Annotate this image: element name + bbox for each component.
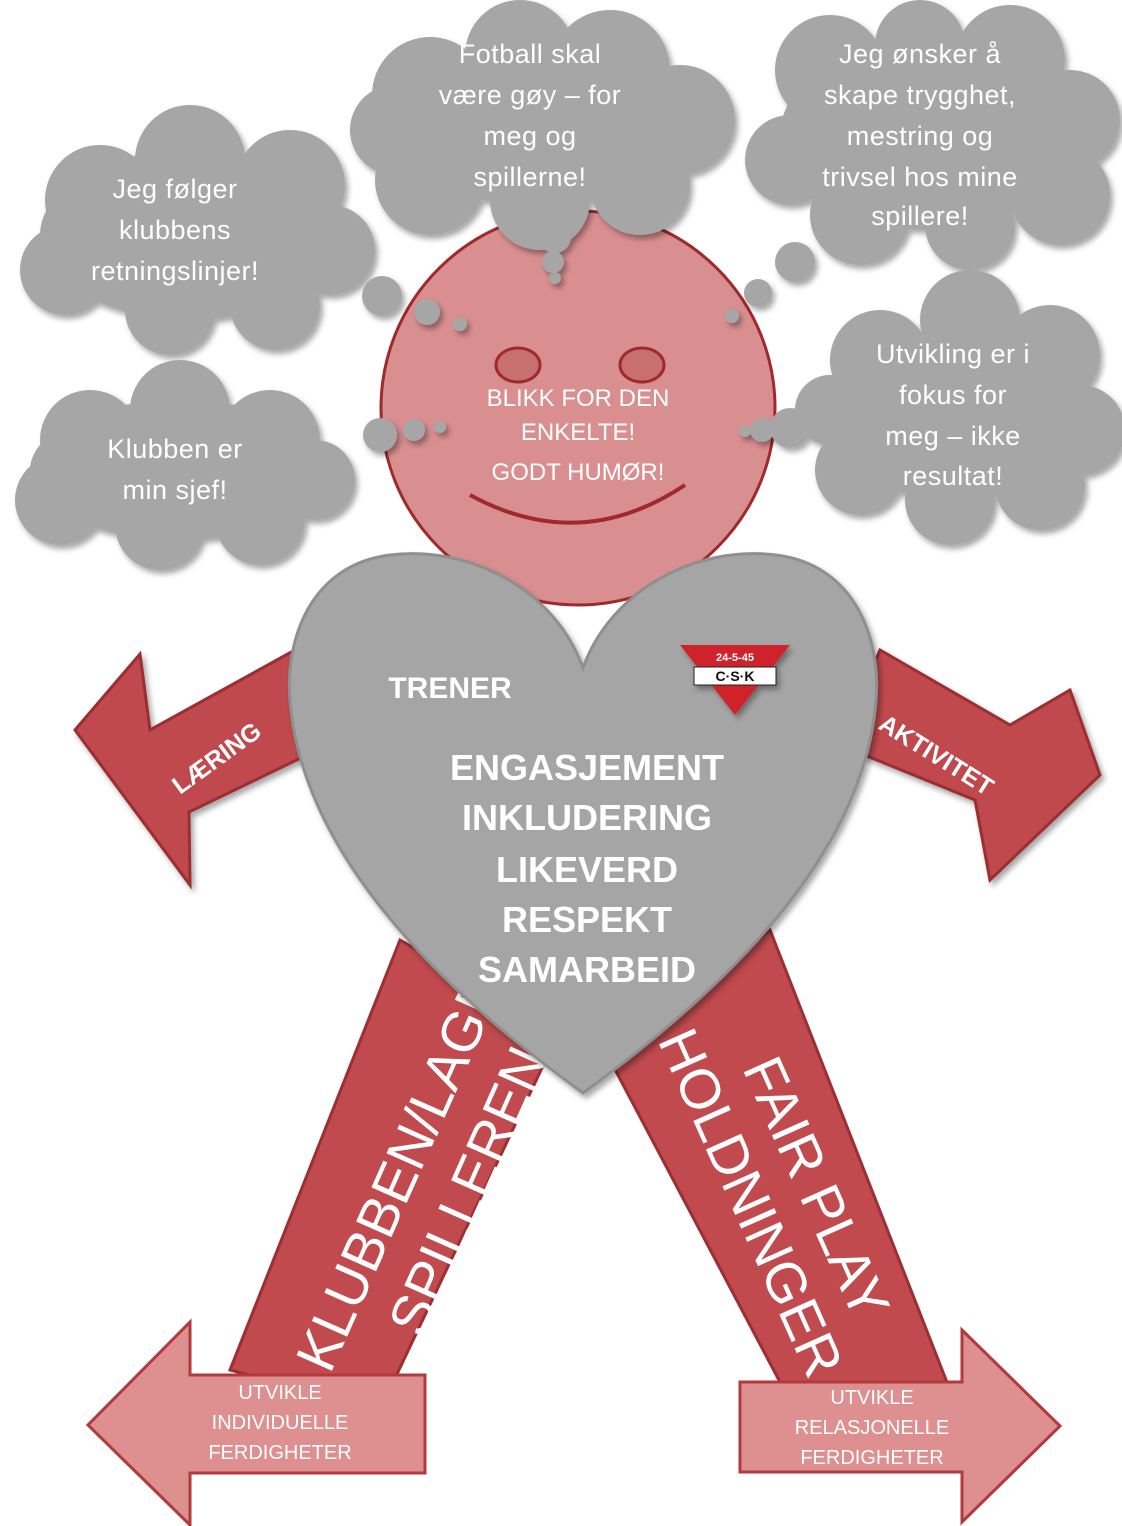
club-logo-name: C·S·K bbox=[716, 668, 755, 684]
thought-cloud-development bbox=[739, 270, 1122, 545]
heart-value-5: SAMARBEID bbox=[478, 949, 696, 990]
cloud-safety-line-1: Jeg ønsker å bbox=[839, 39, 1002, 69]
cloud-football-line-2: være gøy – for bbox=[439, 80, 622, 110]
cloud-boss-line-2: min sjef! bbox=[122, 475, 227, 505]
smile bbox=[469, 483, 687, 525]
cloud-guidelines-line-3: retningslinjer! bbox=[91, 256, 259, 286]
right-foot-arrow: UTVIKLE RELASJONELLE FERDIGHETER bbox=[738, 1326, 1063, 1526]
cloud-development-line-3: meg – ikke bbox=[885, 421, 1021, 451]
cloud-development-line-4: resultat! bbox=[903, 461, 1004, 491]
heart-content: TRENER ENGASJEMENT INKLUDERING LIKEVERD … bbox=[388, 672, 724, 990]
heart-title: TRENER bbox=[388, 672, 512, 705]
cloud-football-line-1: Fotball skal bbox=[459, 39, 602, 69]
cloud-safety-line-2: skape trygghet, bbox=[824, 80, 1016, 110]
thought-text-boss: Klubben er min sjef! bbox=[107, 434, 243, 505]
thought-cloud-safety bbox=[725, 0, 1120, 323]
right-eye bbox=[618, 346, 666, 384]
left-foot-arrow: UTVIKLE INDIVIDUELLE FERDIGHETER bbox=[85, 1318, 427, 1526]
right-arm-arrow: AKTIVITET bbox=[838, 647, 1102, 883]
thought-cloud-football bbox=[350, 0, 735, 284]
face-text-3: GODT HUMØR! bbox=[492, 459, 665, 486]
right-foot-text-2: RELASJONELLE bbox=[795, 1417, 950, 1439]
thought-text-safety: Jeg ønsker å skape trygghet, mestring og… bbox=[822, 39, 1018, 231]
thought-cloud-boss bbox=[15, 360, 446, 570]
thought-cloud-guidelines bbox=[20, 105, 467, 355]
right-foot-text-3: FERDIGHETER bbox=[800, 1447, 943, 1469]
cloud-development-line-1: Utvikling er i bbox=[876, 339, 1030, 369]
face: BLIKK FOR DEN ENKELTE! GODT HUMØR! bbox=[379, 209, 777, 607]
cloud-guidelines-line-2: klubbens bbox=[119, 215, 231, 245]
cloud-football-line-3: meg og bbox=[483, 121, 576, 151]
thought-text-football: Fotball skal være gøy – for meg og spill… bbox=[439, 39, 622, 192]
face-text-2: ENKELTE! bbox=[521, 419, 635, 446]
club-logo-date: 24-5-45 bbox=[716, 652, 754, 664]
left-eye bbox=[494, 346, 542, 384]
cloud-safety-line-4: trivsel hos mine bbox=[822, 162, 1018, 192]
face-text-1: BLIKK FOR DEN bbox=[487, 385, 670, 412]
heart-value-4: RESPEKT bbox=[502, 899, 672, 940]
left-foot-text-1: UTVIKLE bbox=[238, 1382, 321, 1404]
cloud-boss-line-1: Klubben er bbox=[107, 434, 243, 464]
heart-value-2: INKLUDERING bbox=[462, 797, 712, 838]
thought-text-development: Utvikling er i fokus for meg – ikke resu… bbox=[876, 339, 1030, 491]
cloud-safety-line-5: spillere! bbox=[871, 201, 969, 231]
cloud-football-line-4: spillerne! bbox=[473, 162, 586, 192]
left-arm-arrow: LÆRING bbox=[73, 647, 340, 890]
club-logo: 24-5-45 C·S·K bbox=[680, 645, 790, 715]
heart-value-3: LIKEVERD bbox=[496, 849, 678, 890]
cloud-development-line-2: fokus for bbox=[899, 380, 1007, 410]
heart-value-1: ENGASJEMENT bbox=[450, 747, 724, 788]
left-foot-text-2: INDIVIDUELLE bbox=[212, 1412, 349, 1434]
right-foot-text-1: UTVIKLE bbox=[830, 1387, 913, 1409]
left-foot-text-3: FERDIGHETER bbox=[208, 1442, 351, 1464]
thought-text-guidelines: Jeg følger klubbens retningslinjer! bbox=[91, 174, 259, 286]
cloud-safety-line-3: mestring og bbox=[847, 121, 994, 151]
cloud-guidelines-line-1: Jeg følger bbox=[112, 174, 237, 204]
